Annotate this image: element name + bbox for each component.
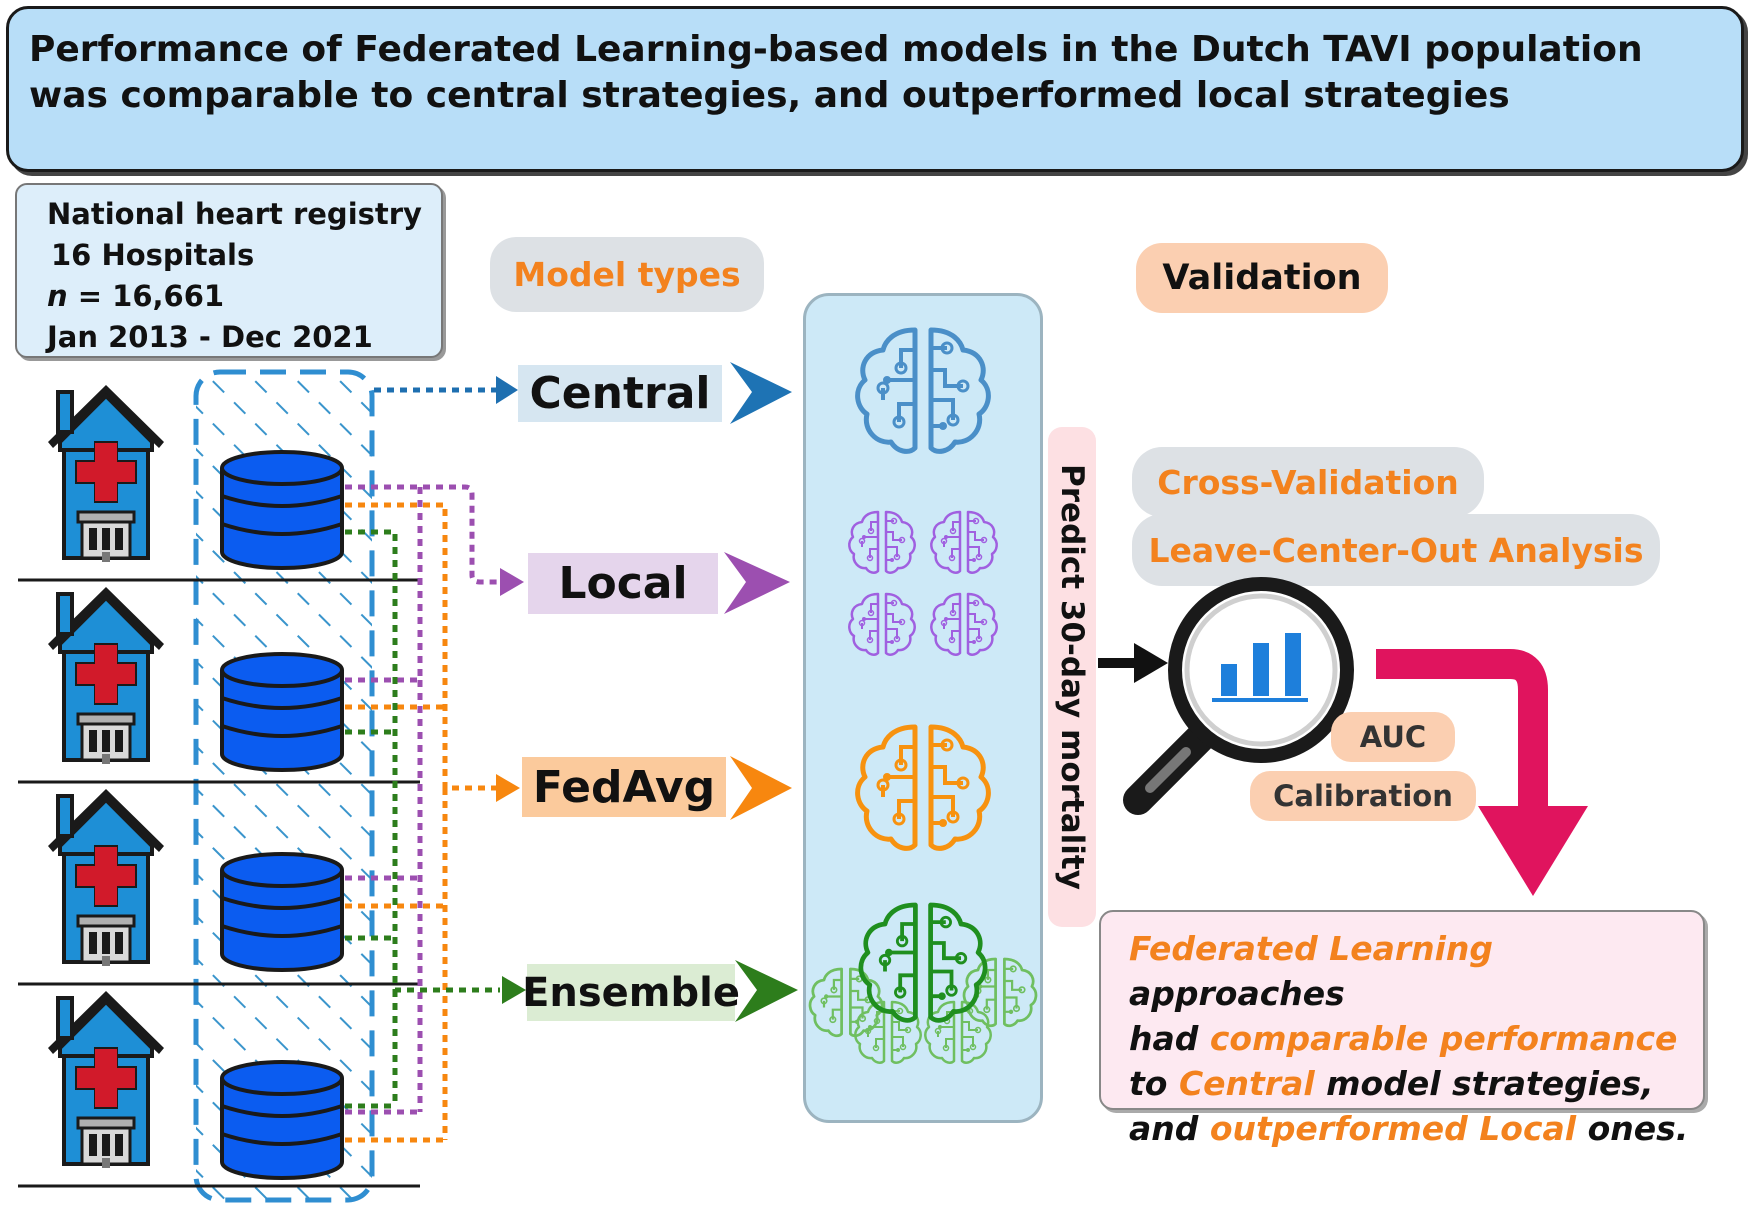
registry-hospitals: 16 Hospitals <box>51 238 255 272</box>
n-value: = 16,661 <box>77 279 225 313</box>
n-symbol: n <box>47 279 68 313</box>
title-line-1: Performance of Federated Learning-based … <box>29 29 1643 70</box>
chevron-ensemble <box>735 960 798 1022</box>
arrowhead <box>1134 643 1168 683</box>
conclusion-line-1: Federated Learning approaches <box>1129 926 1703 1016</box>
registry-name: National heart registry <box>47 197 422 231</box>
conclusion-line-4: and outperformed Local ones. <box>1129 1106 1703 1151</box>
model-label-central: Central <box>518 365 722 422</box>
conclusion-highlight: comparable performance <box>1209 1019 1678 1058</box>
connector-lines <box>345 387 500 1143</box>
auc-pill: AUC <box>1331 712 1455 762</box>
model-label-local: Local <box>528 553 718 614</box>
arrowhead <box>502 976 526 1004</box>
registry-period: Jan 2013 - Dec 2021 <box>47 320 373 354</box>
conclusion-text: ones. <box>1576 1109 1689 1148</box>
arrowhead <box>500 568 524 596</box>
conclusion-highlight: outperformed Local <box>1209 1109 1577 1148</box>
conclusion-line-3: to Central model strategies, <box>1129 1061 1703 1106</box>
conclusion-text: and <box>1129 1109 1210 1148</box>
validation-pill: Validation <box>1136 243 1388 313</box>
conclusion-text: had <box>1129 1019 1210 1058</box>
title-banner: Performance of Federated Learning-based … <box>6 6 1744 172</box>
model-label-fedavg: FedAvg <box>522 757 726 817</box>
ground-lines <box>18 578 420 1188</box>
chevron-central <box>730 362 792 424</box>
magnifier-chart-icon <box>1123 577 1354 815</box>
cross-validation-pill: Cross-Validation <box>1132 447 1484 517</box>
result-arrowhead <box>1478 806 1588 896</box>
conclusion-line-2: had comparable performance <box>1129 1016 1703 1061</box>
arrowhead <box>496 774 520 802</box>
registry-sample-size: n = 16,661 <box>47 276 441 317</box>
arrowhead <box>496 376 518 404</box>
model-types-pill: Model types <box>490 237 764 312</box>
result-arrow <box>1376 649 1548 808</box>
predict-strip: Predict 30-day mortality <box>1048 427 1096 927</box>
page-title: Performance of Federated Learning-based … <box>29 27 1721 119</box>
model-panel <box>803 293 1043 1123</box>
leave-center-out-pill: Leave-Center-Out Analysis <box>1132 514 1660 586</box>
chevron-fedavg <box>730 756 792 820</box>
chevron-local <box>724 552 790 614</box>
conclusion-text: model strategies, <box>1314 1064 1654 1103</box>
title-line-2: was comparable to central strategies, an… <box>29 75 1510 116</box>
conclusion-text: to <box>1129 1064 1179 1103</box>
calibration-pill: Calibration <box>1250 771 1476 821</box>
conclusion-highlight: Central <box>1178 1064 1315 1103</box>
model-label-ensemble: Ensemble <box>522 964 740 1021</box>
registry-info-box: National heart registry 16 Hospitals n =… <box>15 183 443 358</box>
conclusion-box: Federated Learning approaches had compar… <box>1099 910 1705 1148</box>
conclusion-highlight: Federated Learning <box>1129 929 1494 968</box>
conclusion-text: approaches <box>1129 974 1345 1013</box>
